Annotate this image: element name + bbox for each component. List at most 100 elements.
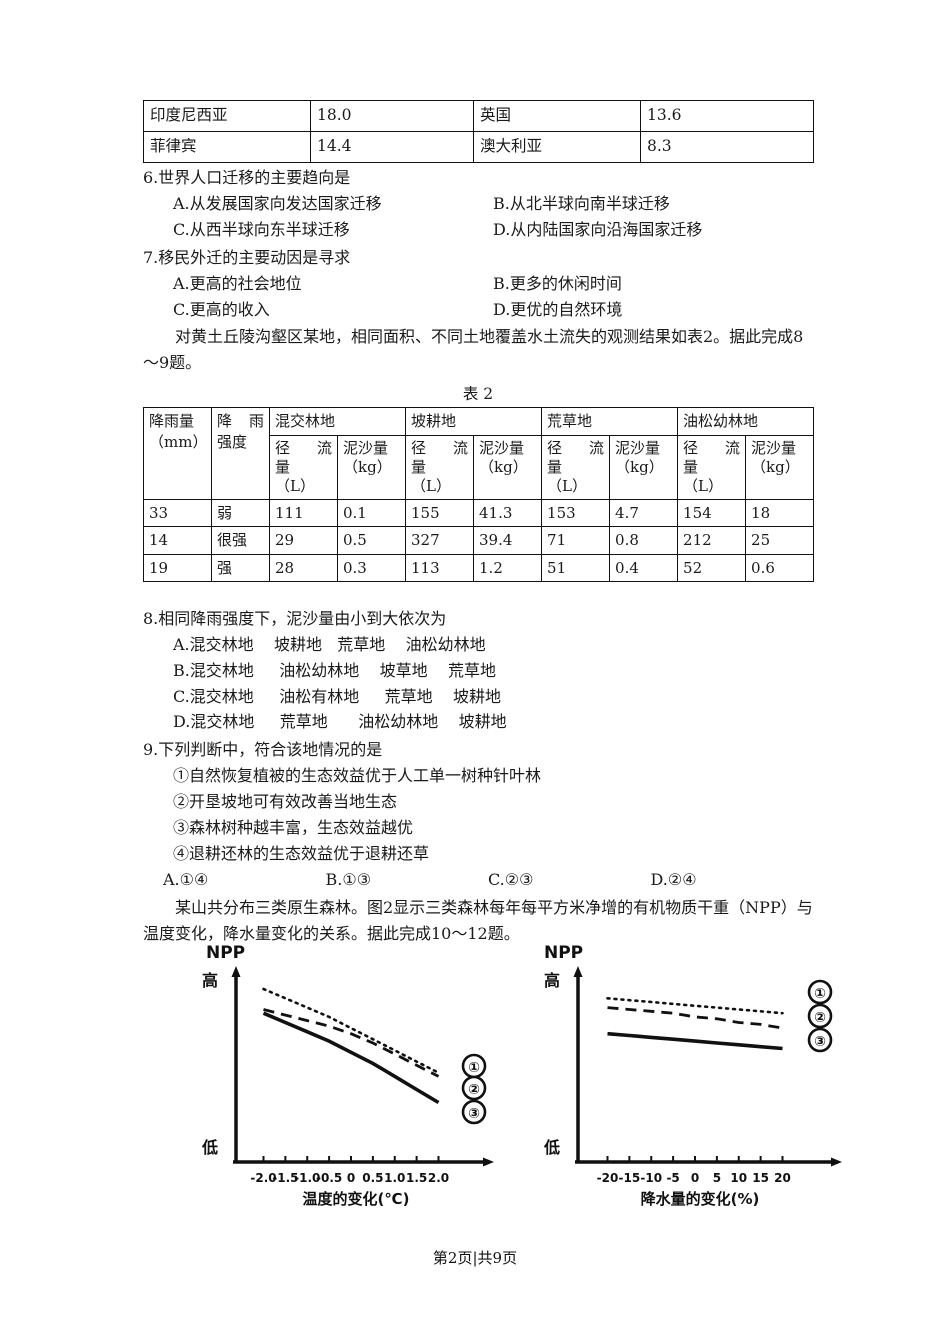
cell-runoff: 111 <box>269 499 338 528</box>
subheader-runoff-p3: 量 <box>411 457 427 476</box>
x-tick-label: -5 <box>666 1171 679 1185</box>
series-1-line <box>262 987 440 1074</box>
cell-rain: 19 <box>143 553 212 582</box>
table-row: 19 强 28 0.3 113 1.2 51 0.4 52 0.6 <box>143 553 815 582</box>
header-rain-intensity-part3: 强度 <box>217 432 248 451</box>
question-9-options: A.①④ B.①③ C.②③ D.②④ <box>143 867 813 893</box>
question-9-item-3: ③森林树种越丰富，生态效益越优 <box>173 818 414 838</box>
cell-value: 18.0 <box>310 100 474 132</box>
table-header-row-2: 径 流 量 （L） 泥沙量 （kg） 径 流 <box>144 434 815 501</box>
table-row: 菲律宾 14.4 澳大利亚 8.3 <box>143 131 814 163</box>
option-a: A.更高的社会地位 <box>173 273 302 293</box>
subheader-runoff-p2: 流 <box>453 438 469 457</box>
header-landtype-young-pine: 油松幼林地 <box>677 407 815 436</box>
x-tick-label: -1.5 <box>272 1171 298 1185</box>
option-d: D.从内陆国家向沿海国家迁移 <box>493 219 703 239</box>
option-b: B.从北半球向南半球迁移 <box>493 193 670 213</box>
subheader-sediment-unit: （kg） <box>751 457 800 476</box>
subheader-runoff: 径 流 量 （L） <box>677 434 747 501</box>
question-7-options: A.更高的社会地位 B.更多的休闲时间 C.更高的收入 D.更优的自然环境 <box>143 271 813 323</box>
question-8-option-d: D.混交林地 荒草地 油松幼林地 坡耕地 <box>173 712 507 732</box>
cell-sediment: 25 <box>745 526 815 555</box>
x-tick-label: 10 <box>730 1171 747 1185</box>
table-row: 33 弱 111 0.1 155 41.3 153 4.7 154 18 <box>143 499 815 528</box>
subheader-sediment-unit: （kg） <box>615 457 664 476</box>
cell-sediment: 0.6 <box>745 553 815 582</box>
cell-sediment: 18 <box>745 499 815 528</box>
table-header-row-1: 降雨量 （mm） 降 雨 强度 混交林地 坡耕地 荒草地 油松幼林地 <box>143 407 815 501</box>
cell-rain: 33 <box>143 499 212 528</box>
question-8-option-a: A.混交林地 坡耕地 荒草地 油松幼林地 <box>173 634 486 654</box>
cell-value: 14.4 <box>310 131 474 163</box>
cell-value: 13.6 <box>640 100 814 132</box>
cell-sediment: 0.3 <box>336 553 407 582</box>
option-c: C.②③ <box>488 869 534 889</box>
option-d: D.更优的自然环境 <box>493 299 623 319</box>
cell-country: 菲律宾 <box>143 131 311 163</box>
option-c: C.从西半球向东半球迁移 <box>173 219 350 239</box>
x-tick-label: -1.0 <box>294 1171 320 1185</box>
question-6-options: A.从发展国家向发达国家迁移 B.从北半球向南半球迁移 C.从西半球向东半球迁移… <box>143 191 813 243</box>
x-tick-label: 0 <box>347 1171 355 1185</box>
x-axis-ticks <box>606 1156 784 1162</box>
subheader-runoff-unit: （L） <box>547 476 587 495</box>
question-9-item-1: ①自然恢复植被的生态效益优于人工单一树种针叶林 <box>173 766 542 786</box>
header-landtype-wild-grassland: 荒草地 <box>541 407 679 436</box>
subheader-runoff-p1: 径 <box>275 438 291 457</box>
series-2-line <box>263 1008 440 1078</box>
cell-runoff: 153 <box>541 499 611 528</box>
cell-sediment: 39.4 <box>473 526 543 555</box>
subheader-sediment: 泥沙量 （kg） <box>336 434 407 501</box>
chart-title: NPP <box>206 943 245 963</box>
option-d: D.②④ <box>650 869 697 889</box>
cell-country: 澳大利亚 <box>473 131 641 163</box>
subheader-sediment-unit: （kg） <box>343 457 392 476</box>
cell-runoff: 327 <box>405 526 475 555</box>
y-axis-low-label: 低 <box>201 1138 218 1157</box>
question-9-stem: 9.下列判断中，符合该地情况的是 <box>143 740 383 760</box>
cell-sediment: 1.2 <box>473 553 543 582</box>
intro-paragraph-figure2: 某山共分布三类原生森林。图2显示三类森林每年每平方米净增的有机物质干重（NPP）… <box>143 897 813 943</box>
subheader-runoff-unit: （L） <box>683 476 724 495</box>
cell-runoff: 52 <box>677 553 747 582</box>
question-9-item-2: ②开垦坡地可有效改善当地生态 <box>173 792 398 812</box>
cell-runoff: 28 <box>269 553 338 582</box>
option-c: C.更高的收入 <box>173 299 270 319</box>
subheader-sediment: 泥沙量 （kg） <box>745 434 815 501</box>
subheader-sediment-label: 泥沙量 <box>615 438 661 457</box>
header-rain-amount-label: 降雨量 <box>149 412 195 431</box>
intro-paragraph-table2: 对黄土丘陵沟壑区某地，相同面积、不同土地覆盖水土流失的观测结果如表2。据此完成8… <box>143 327 804 373</box>
legend-item-3: ③ <box>814 1034 826 1050</box>
subheader-sediment: 泥沙量 （kg） <box>473 434 543 501</box>
subheader-runoff-p1: 径 <box>683 438 699 457</box>
cell-runoff: 71 <box>541 526 611 555</box>
x-tick-label: -10 <box>640 1171 662 1185</box>
x-tick-label: 1.0 <box>384 1171 405 1185</box>
subheader-runoff-p1: 径 <box>411 438 427 457</box>
question-8-stem: 8.相同降雨强度下，泥沙量由小到大依次为 <box>143 608 447 628</box>
series-2-line <box>607 1006 783 1030</box>
x-tick-label: 2.0 <box>428 1171 449 1185</box>
subheader-sediment-label: 泥沙量 <box>751 438 797 457</box>
option-a: A.从发展国家向发达国家迁移 <box>173 193 382 213</box>
subheader-sediment-label: 泥沙量 <box>479 438 525 457</box>
legend-item-2: ② <box>814 1010 826 1026</box>
x-tick-label: -2.0 <box>250 1171 276 1185</box>
cell-sediment: 0.5 <box>336 526 407 555</box>
subheader-runoff-p2: 流 <box>725 438 741 457</box>
x-tick-label: -20 <box>597 1171 619 1185</box>
header-rain-intensity-part2: 雨 <box>248 412 264 431</box>
x-tick-label: -15 <box>619 1171 641 1185</box>
cell-rain: 14 <box>143 526 212 555</box>
cell-runoff: 113 <box>405 553 475 582</box>
subheader-runoff-p3: 量 <box>275 457 291 476</box>
subheader-runoff: 径 流 量 （L） <box>269 434 338 501</box>
cell-intensity: 很强 <box>211 526 270 555</box>
cell-runoff: 29 <box>269 526 338 555</box>
subheader-runoff-p1: 径 <box>547 438 563 457</box>
subheader-runoff-p3: 量 <box>547 457 563 476</box>
cell-sediment: 41.3 <box>473 499 543 528</box>
x-tick-label: 15 <box>752 1171 769 1185</box>
